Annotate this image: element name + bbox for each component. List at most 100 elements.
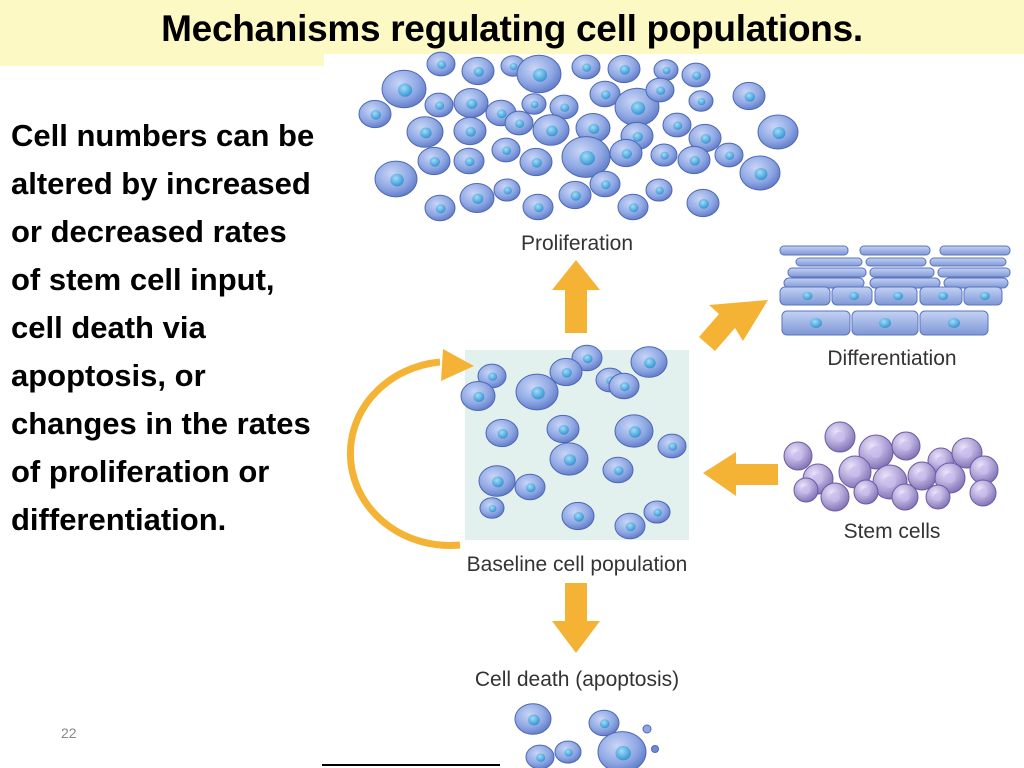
apoptosis-cell-cluster: [514, 703, 659, 768]
differentiated-cell: [874, 286, 918, 306]
baseline-cell: [515, 373, 559, 411]
proliferating-cell: [493, 178, 521, 202]
proliferating-cell: [516, 54, 562, 94]
stem-cells-label: Stem cells: [844, 520, 941, 543]
baseline-cell: [514, 473, 546, 501]
differentiated-cell: [831, 286, 873, 306]
proliferating-cell: [453, 88, 489, 118]
baseline-cell: [561, 501, 595, 531]
stem-cell: [891, 483, 919, 511]
squamous-cell: [865, 257, 927, 267]
proliferating-cell: [614, 87, 660, 127]
baseline-cell: [643, 500, 671, 524]
proliferating-cell: [426, 51, 456, 77]
proliferating-cell: [558, 180, 592, 210]
stem-cell: [969, 455, 999, 485]
proliferating-cell: [521, 93, 547, 115]
stem-cell: [969, 479, 997, 507]
squamous-cell: [937, 267, 1011, 278]
proliferating-cell: [732, 81, 766, 111]
footer-line: [322, 764, 500, 766]
proliferating-cell: [549, 94, 579, 120]
squamous-cell: [929, 257, 1007, 267]
baseline-cell: [614, 414, 654, 448]
proliferating-cell: [417, 146, 451, 176]
proliferating-cell: [406, 116, 444, 148]
apoptotic-body: [651, 745, 659, 753]
proliferating-cell: [532, 114, 570, 146]
baseline-cell: [478, 465, 516, 497]
proliferating-cell: [686, 188, 720, 218]
proliferating-cell: [681, 62, 711, 88]
stem-cell: [853, 479, 879, 505]
proliferating-cell: [688, 90, 714, 112]
self-renewal-arrow-icon: [346, 349, 474, 549]
apoptotic-body: [642, 724, 652, 734]
proliferating-cell: [757, 114, 799, 150]
stem-cell: [858, 434, 894, 470]
differentiated-cell: [779, 286, 831, 306]
proliferating-cell: [653, 59, 679, 81]
baseline-cell: [602, 456, 634, 484]
baseline-cell: [485, 418, 519, 448]
apoptotic-cell: [554, 740, 582, 764]
apoptotic-cell: [588, 709, 620, 737]
apoptotic-cell: [514, 703, 552, 735]
title-bar: [0, 0, 1024, 66]
arrow-down-icon: [552, 583, 600, 653]
body-text: Cell numbers can be altered by increased…: [11, 118, 315, 537]
apoptosis-label: Cell death (apoptosis): [475, 668, 679, 691]
baseline-label: Baseline cell population: [467, 553, 688, 576]
differentiated-cell: [851, 310, 919, 336]
proliferating-cell: [522, 193, 554, 221]
arrow-left-icon: [703, 452, 778, 496]
arrow-diagonal-icon: [699, 300, 768, 351]
proliferation-label: Proliferation: [521, 232, 633, 255]
squamous-cell: [859, 245, 931, 256]
proliferation-cell-cluster: [358, 51, 799, 222]
proliferating-cell: [453, 147, 485, 175]
title-bar-notch: [324, 54, 1024, 66]
differentiated-cell: [919, 310, 989, 336]
stem-cell: [824, 421, 856, 453]
proliferating-cell: [461, 56, 495, 86]
proliferating-cell: [424, 194, 456, 222]
proliferating-cell: [609, 138, 643, 168]
proliferating-cell: [739, 155, 781, 191]
apoptotic-cell: [525, 744, 555, 768]
stem-cell: [783, 441, 813, 471]
proliferating-cell: [607, 54, 641, 84]
baseline-cell: [657, 433, 687, 459]
baseline-cell: [608, 372, 640, 400]
baseline-cell: [630, 346, 668, 378]
baseline-cell: [479, 497, 505, 519]
proliferating-cell: [645, 178, 673, 202]
differentiated-cell-layers: [779, 245, 1011, 336]
stem-cell: [793, 477, 819, 503]
squamous-cell: [869, 267, 935, 278]
squamous-cell: [795, 257, 863, 267]
proliferating-cell: [358, 99, 392, 129]
proliferating-cell: [575, 113, 611, 143]
baseline-cell: [549, 442, 589, 476]
differentiation-label: Differentiation: [827, 347, 956, 370]
baseline-cell: [614, 512, 646, 540]
apoptotic-cell: [597, 731, 647, 768]
differentiated-cell: [919, 286, 963, 306]
proliferating-cell: [650, 143, 678, 167]
differentiated-cell: [781, 310, 851, 336]
proliferating-cell: [504, 110, 534, 136]
proliferating-cell: [491, 137, 521, 163]
stem-cell: [891, 431, 921, 461]
proliferating-cell: [677, 145, 711, 175]
proliferating-cell: [561, 136, 611, 178]
arrow-up-icon: [552, 260, 600, 333]
proliferating-cell: [453, 116, 487, 146]
stem-cell: [925, 484, 951, 510]
proliferating-cell: [662, 112, 692, 138]
proliferating-cell: [589, 170, 621, 198]
proliferating-cell: [424, 92, 454, 118]
proliferating-cell: [571, 54, 601, 80]
squamous-cell: [779, 245, 849, 256]
